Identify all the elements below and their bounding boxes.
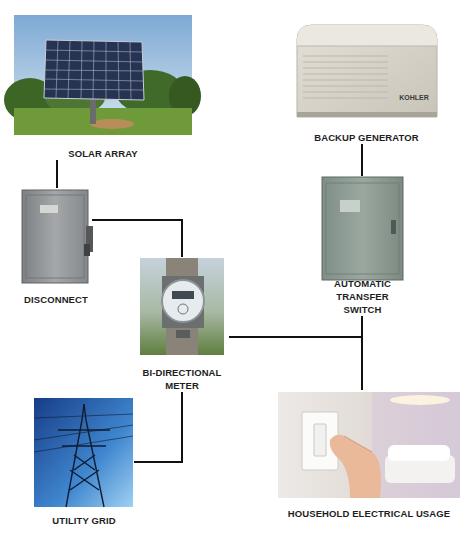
power-line [134, 392, 182, 462]
component-label: UTILITY GRID [52, 514, 115, 527]
component-node: UTILITY GRID [34, 397, 134, 527]
generator-photo [297, 25, 437, 117]
utility-grid-photo [34, 398, 133, 507]
component-node: HOUSEHOLD ELECTRICAL USAGE [278, 390, 460, 520]
household-photo [278, 392, 460, 498]
component-label: HOUSEHOLD ELECTRICAL USAGE [288, 507, 450, 520]
power-line [361, 144, 363, 176]
solar-array-photo [4, 15, 201, 135]
component-node: DISCONNECT [20, 188, 92, 306]
disconnect-photo [22, 190, 93, 283]
power-line [229, 337, 362, 390]
component-node: BACKUP GENERATOR [293, 22, 440, 144]
component-label: BI-DIRECTIONAL METER [141, 366, 223, 392]
meter-photo [140, 258, 224, 355]
power-line [92, 220, 182, 257]
transfer-switch-photo [322, 177, 403, 280]
component-node: AUTOMATIC TRANSFER SWITCH [300, 176, 425, 316]
brand-label: KOHLER [392, 94, 436, 101]
component-label: SOLAR ARRAY [68, 147, 138, 160]
component-label: AUTOMATIC TRANSFER SWITCH [317, 277, 409, 316]
component-node: SOLAR ARRAY [14, 15, 192, 160]
component-label: BACKUP GENERATOR [314, 131, 419, 144]
component-label: DISCONNECT [24, 293, 88, 306]
power-line [56, 160, 58, 188]
component-node: BI-DIRECTIONAL METER [135, 257, 229, 392]
